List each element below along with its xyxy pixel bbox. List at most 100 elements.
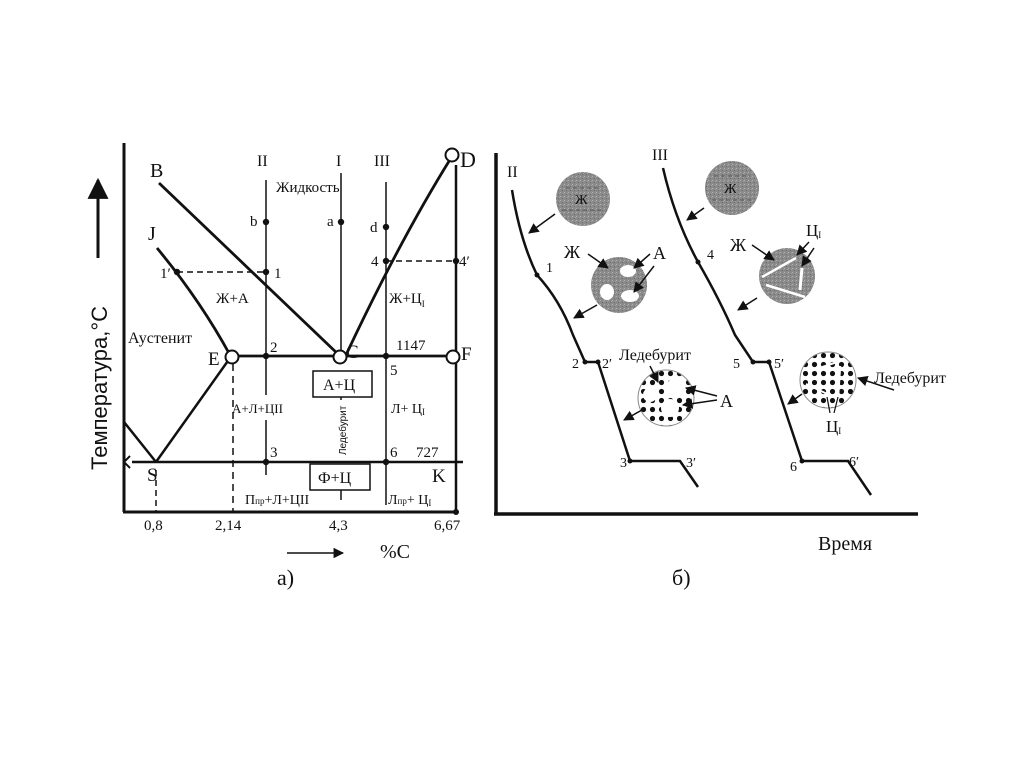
microstructure-liquid-II: Ж <box>556 172 610 226</box>
curve-III-dot-4 <box>695 259 701 265</box>
region-ferrite-cementite: Ф+Ц <box>318 470 352 487</box>
microstructure-liquid-cementite <box>759 248 815 304</box>
label-j: J <box>148 223 156 245</box>
micro-liquid-label-III: Ж <box>724 182 737 197</box>
region-austenite-cementite: А+Ц <box>323 377 356 394</box>
region-austenite: Аустенит <box>128 330 192 347</box>
label-3: 3 <box>270 445 278 461</box>
cooling-curves: Время б) II 1 2 2′ 3 3′ III 4 5 5′ 6 6′ … <box>494 147 946 590</box>
micro-liquid-label-2: Ж <box>564 242 581 262</box>
label-c: C <box>346 342 359 363</box>
curve-II-point-1: 1 <box>546 261 553 276</box>
label-b: B <box>150 160 163 182</box>
liquidus-bc <box>158 181 341 358</box>
label-1prime: 1′ <box>160 266 171 282</box>
curve-II-point-3prime: 3′ <box>686 456 696 471</box>
point-c-marker <box>332 349 348 365</box>
line-es <box>154 357 232 463</box>
region-liquid: Жидкость <box>276 180 340 196</box>
dot-5 <box>382 352 390 360</box>
caption-a: а) <box>277 565 294 590</box>
cooling-curve-III <box>661 167 873 496</box>
label-f: F <box>461 344 472 365</box>
curve-label-II: II <box>507 164 518 181</box>
micro-liquid-label-II: Ж <box>575 193 588 208</box>
microstructure-liquid-austenite <box>591 257 647 313</box>
arrow-micro-1 <box>528 213 556 234</box>
point-d-marker <box>444 147 460 163</box>
micro-austenite-label-3: А <box>720 391 733 411</box>
label-k: K <box>432 466 446 487</box>
label-4: 4 <box>371 254 379 270</box>
x-tick-0-8: 0,8 <box>144 518 163 534</box>
alloy-label-I: I <box>336 153 341 170</box>
curve-III-dot-5 <box>750 359 756 365</box>
region-ledeburite-vertical: Ледебурит <box>337 405 349 455</box>
dot-1 <box>262 268 270 276</box>
curve-II-dot-3 <box>627 458 633 464</box>
curve-label-III: III <box>652 147 668 164</box>
dot-1prime <box>173 268 181 276</box>
dot-4 <box>382 257 390 265</box>
solidus-je <box>155 247 232 356</box>
region-liquid-cementite: Ж+ЦI <box>389 291 425 309</box>
arrow-micro-5 <box>737 297 758 311</box>
micro-liquid-label-5: Ж <box>730 235 747 255</box>
curve-II-dot-1 <box>534 272 540 278</box>
label-5: 5 <box>390 363 398 379</box>
temp-1147: 1147 <box>396 338 426 354</box>
label-1: 1 <box>274 266 282 282</box>
region-pearlite-l-c2: Ппр+Л+ЦII <box>245 493 310 508</box>
curve-II-dot-2prime <box>595 359 601 365</box>
label-d-point: d <box>370 220 378 236</box>
curve-III-point-4: 4 <box>707 248 714 263</box>
caption-b: б) <box>672 565 691 590</box>
region-liquid-austenite: Ж+А <box>216 291 249 307</box>
liquidus-cd <box>344 157 453 356</box>
dot-2 <box>262 352 270 360</box>
dot-4prime <box>452 257 460 265</box>
cooling-curve-II <box>510 189 700 488</box>
x-tick-6-67: 6,67 <box>434 518 461 534</box>
curve-III-dot-5prime <box>766 359 772 365</box>
region-l-c1: Л+ ЦI <box>391 402 425 417</box>
micro-cementite-label-6: ЦI <box>826 417 841 436</box>
micro-austenite-label-2: А <box>653 243 666 263</box>
box-austenite-cementite <box>312 370 373 398</box>
box-ferrite-cementite <box>309 463 371 491</box>
label-b-point: b <box>250 214 258 230</box>
dot-a <box>337 218 345 226</box>
arrow-micro-2 <box>573 304 598 319</box>
curve-II-point-2: 2 <box>572 357 579 372</box>
y-axis-label: Температура,°С <box>87 306 112 470</box>
time-axis-label: Время <box>818 533 872 555</box>
microstructure-ledeburite-cementite <box>799 351 857 409</box>
microstructure-ledeburite-austenite <box>637 369 695 427</box>
curve-III-point-6: 6 <box>790 460 797 475</box>
micro-ledeburite-label-III: Ледебурит <box>874 370 946 387</box>
alloy-label-II: II <box>257 153 268 170</box>
x-axis-label: %С <box>380 541 410 563</box>
dot-b <box>262 218 270 226</box>
alloy-label-III: III <box>374 153 390 170</box>
microstructure-liquid-III: Ж <box>705 161 759 215</box>
dot-d <box>382 223 390 231</box>
curve-III-dot-6 <box>799 458 805 464</box>
point-f-marker <box>445 349 461 365</box>
label-e: E <box>208 349 220 370</box>
region-lpr-c1: Лпр+ ЦI <box>388 493 431 508</box>
micro-cementite-label-5: ЦI <box>806 221 821 240</box>
label-2: 2 <box>270 340 278 356</box>
phase-diagram: Температура,°С <box>87 143 476 590</box>
dot-3 <box>262 458 270 466</box>
label-4prime: 4′ <box>459 254 470 270</box>
label-s: S <box>147 465 158 486</box>
label-6: 6 <box>390 445 398 461</box>
curve-II-point-3: 3 <box>620 456 627 471</box>
curve-II-dot-2 <box>582 359 588 365</box>
line-gs <box>123 421 157 463</box>
temp-727: 727 <box>416 445 439 461</box>
arrow-micro-3 <box>623 409 643 421</box>
point-e-marker <box>224 349 240 365</box>
